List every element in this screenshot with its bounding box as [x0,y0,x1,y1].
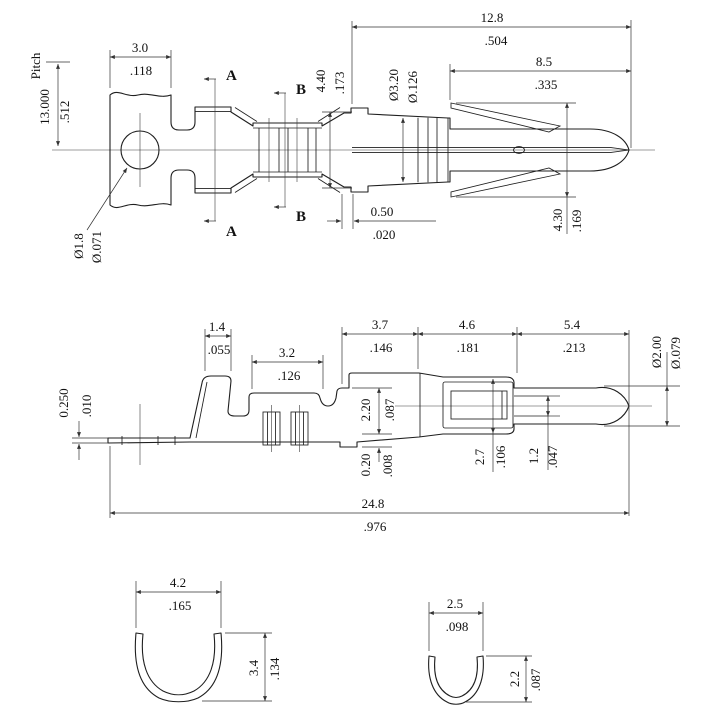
dim-section-a-depth: 3.4 .134 [202,632,282,702]
dim-text: Ø.079 [668,337,683,369]
section-a-outline [134,632,223,703]
dim-text: .976 [364,519,387,534]
dim-body-height: 2.20 .087 [352,387,397,435]
dim-text: .335 [535,77,558,92]
seam-oval [513,146,525,154]
dim-text: .165 [169,598,192,613]
dim-text: .146 [370,340,393,355]
dim-text: 2.2 [507,671,522,687]
dim-text: .169 [569,210,584,233]
dim-text: 1.2 [526,448,541,464]
section-a-label-top: A [226,68,237,84]
dim-text: 4.30 [550,209,565,232]
dim-text: .010 [79,395,94,418]
dim-floor-step: 0.20 .008 [358,446,395,478]
section-a-label-bottom: A [226,224,237,240]
dim-text: 24.8 [362,496,385,511]
dim-text: Ø.126 [405,70,420,103]
section-line-b: B B [273,82,306,225]
dim-text: 2.20 [358,399,373,422]
section-b-outline [428,655,484,705]
dim-text: 2.7 [472,448,487,465]
dim-text: .181 [457,340,480,355]
dim-text: 0.250 [56,388,71,417]
dim-section-b-depth: 2.2 .087 [466,655,543,703]
seam-line-bottom [352,149,630,153]
dim-text: 3.0 [132,40,148,55]
dim-tab-width: 1.4 .055 [204,319,232,371]
dim-text: Ø3.20 [386,69,401,101]
dim-wing-span: 4.40 .173 [313,70,352,189]
section-b-label-bottom: B [296,209,306,225]
section-b-view: 2.5 .098 2.2 .087 [428,596,543,705]
dim-carrier-width: 3.0 .118 [109,40,172,88]
dim-box-height: 2.7 .106 [472,378,508,472]
dim-text: .008 [380,455,395,478]
dim-text: .512 [57,101,72,124]
lance-window-outer [442,381,514,429]
dim-text: 4.40 [313,70,328,93]
dim-overall-length: 24.8 .976 [109,446,630,534]
dim-text: 8.5 [536,54,552,69]
dim-text: .118 [130,63,152,78]
top-view-outline [109,91,630,209]
dim-segments: 3.7 .146 4.6 .181 5.4 .213 [341,317,630,516]
dim-text: .126 [278,368,301,383]
serration-ribs [262,405,309,452]
dim-text: .055 [208,342,231,357]
dim-text: .098 [446,619,469,634]
dim-text: 4.6 [459,317,476,332]
section-a-view: 4.2 .165 3.4 .134 [134,575,282,703]
dim-section-a-width: 4.2 .165 [135,575,222,628]
dim-text: .504 [485,33,508,48]
dim-text: 1.4 [209,319,226,334]
dim-neck-height: 1.2 .047 [526,395,560,470]
dim-body-dia: Ø3.20 Ø.126 [386,69,420,183]
dim-pin-dia: Ø2.00 Ø.079 [604,336,683,427]
dim-text: .106 [493,445,508,468]
dim-text: 3.7 [372,317,389,332]
dim-text: .047 [545,445,560,468]
dim-front-length: 12.8 .504 [351,10,632,148]
dim-text: Ø2.00 [649,336,664,368]
dim-text: 5.4 [564,317,581,332]
dim-text: 12.8 [481,10,504,25]
dim-strip-thickness: 0.250 .010 [56,388,108,460]
dim-text: 3.2 [279,345,295,360]
side-view-outline [107,372,630,448]
dim-text: 13.000 [37,89,52,125]
dim-text: 2.5 [447,596,463,611]
dim-text: 0.50 [371,204,394,219]
dim-section-b-width: 2.5 .098 [428,596,484,651]
dim-text: Ø1.8 [71,233,86,259]
dim-text: .173 [332,72,347,95]
seam-line-top [352,147,630,151]
top-view: A A B B 3.0 .118 12.8 .504 [28,10,655,263]
dim-text: .134 [267,657,282,680]
dim-pitch: Pitch 13.000 .512 [28,52,72,147]
dim-wing-gap: 3.2 .126 [251,345,324,389]
dim-text: .087 [382,398,397,421]
dim-text: .087 [528,668,543,691]
dim-pin-length: 8.5 .335 [449,54,632,100]
section-line-a: A A [203,68,237,240]
lance-window-inner [450,390,508,420]
dim-text: Ø.071 [89,231,104,263]
side-view: 1.4 .055 3.2 .126 0.250 .010 [56,317,683,534]
dim-text: 3.4 [246,659,261,676]
dim-text: .020 [373,227,396,242]
section-b-label-top: B [296,82,306,98]
dim-tab-offset: 0.50 .020 [327,194,436,242]
dim-text: .213 [563,340,586,355]
dim-text: 0.20 [358,454,373,477]
dim-hole-dia: Ø1.8 Ø.071 [71,167,128,263]
dim-lance-span: 4.30 .169 [456,102,584,234]
pitch-label: Pitch [28,52,43,79]
dim-text: 4.2 [170,575,186,590]
